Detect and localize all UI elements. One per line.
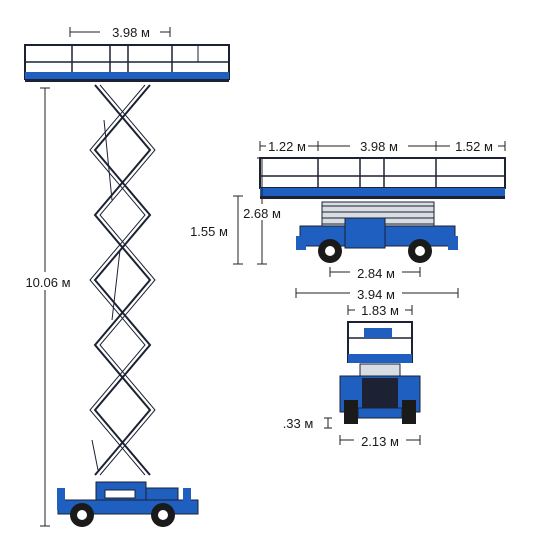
overall-length-label: 3.94 м [357, 287, 395, 302]
stowed-height-dimension: 2.68 м [240, 157, 286, 265]
extended-front-wheel [151, 503, 175, 527]
stowed-height-label: 2.68 м [243, 206, 281, 221]
stowed-side-view: 1.22 м 3.98 м 1.52 м [186, 137, 506, 302]
platform-depth-dimension: 1.83 м [347, 302, 413, 318]
max-height-label: 10.06 м [25, 275, 70, 290]
tall-platform-width-label: 3.98 м [112, 25, 150, 40]
extended-lift-view: 3.98 м [20, 22, 230, 527]
side-rear-wheel [318, 239, 342, 263]
rear-extension-label: 1.52 м [455, 139, 493, 154]
ground-clearance-label: .33 м [283, 416, 314, 431]
extended-rear-wheel [70, 503, 94, 527]
tall-width-dimension: 3.98 м [69, 22, 171, 40]
rail-height-dimension: 1.55 м [186, 195, 243, 265]
front-extension-label: 1.22 м [268, 139, 306, 154]
side-top-dimensions: 1.22 м 3.98 м 1.52 м [259, 137, 506, 154]
side-platform-width-label: 3.98 м [360, 139, 398, 154]
ground-clearance-dimension: .33 м [283, 416, 332, 431]
front-view: 1.83 м .33 м [283, 302, 421, 449]
side-platform [259, 157, 506, 199]
side-chassis [296, 217, 458, 250]
overall-width-label: 2.13 м [361, 434, 399, 449]
wheelbase-label: 2.84 м [357, 266, 395, 281]
platform-depth-label: 1.83 м [361, 303, 399, 318]
wheelbase-dimension: 2.84 м [329, 264, 421, 281]
side-front-wheel [408, 239, 432, 263]
rail-height-label: 1.55 м [190, 224, 228, 239]
max-height-dimension: 10.06 м [20, 87, 76, 527]
extended-platform [24, 44, 230, 82]
overall-width-dimension: 2.13 м [339, 432, 421, 449]
front-body [339, 363, 421, 424]
overall-length-dimension: 3.94 м [295, 285, 459, 302]
front-platform [347, 321, 413, 363]
scissor-stack [89, 84, 156, 476]
